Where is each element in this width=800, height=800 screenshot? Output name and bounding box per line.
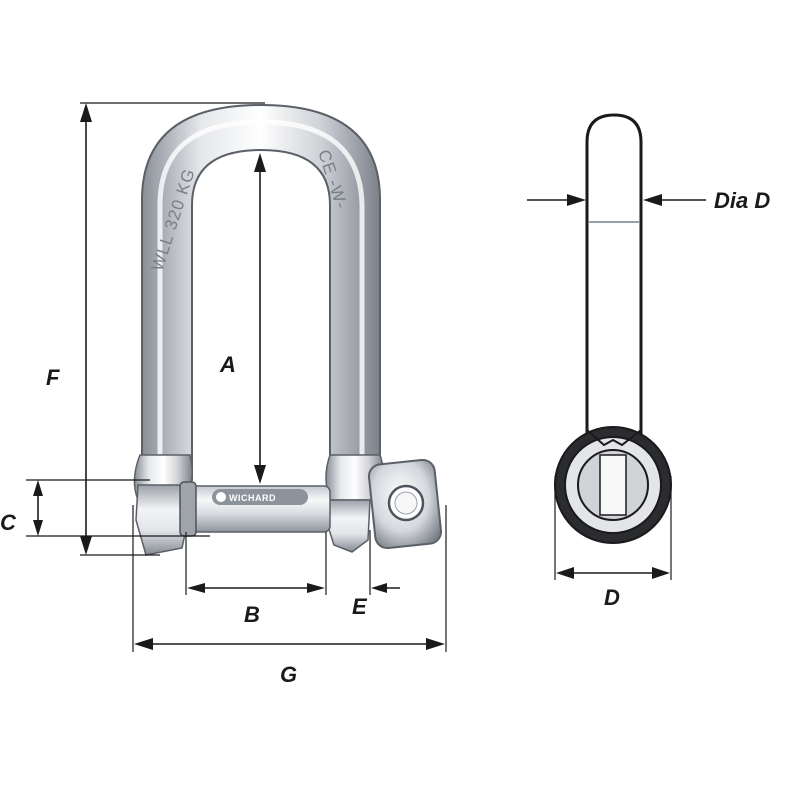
label-e: E [352,594,368,619]
pin-collar [179,481,197,537]
f-arrow-top-icon [80,103,92,122]
shackle-front-view: WICHARD WLL 320 KG CE -W- [133,103,443,556]
label-d: D [604,585,620,610]
g-arrow-left-icon [134,638,153,650]
g-arrow-right-icon [426,638,445,650]
c-arrow-bottom-icon [33,520,43,536]
shackle-bow [141,103,381,481]
d-arrow-left-icon [556,567,574,579]
a-arrow-top-icon [254,153,266,172]
b-arrow-right-icon [307,583,325,593]
side-view-screw-slot [599,454,627,516]
dia-d-right-arrow-icon [643,194,662,206]
label-dia-d: Dia D [714,188,770,213]
e-arrow-left-icon [371,583,387,593]
right-foot [325,499,371,553]
a-arrow-bottom-icon [254,465,266,484]
b-arrow-left-icon [187,583,205,593]
label-c: C [0,510,17,535]
c-arrow-top-icon [33,480,43,496]
label-g: G [280,662,297,687]
label-b: B [244,602,260,627]
f-arrow-bottom-icon [80,536,92,555]
d-arrow-right-icon [652,567,670,579]
side-view-dimensions: Dia D D [527,188,770,610]
bow-highlight [157,119,365,470]
side-view-bar [585,113,643,442]
label-f: F [46,365,60,390]
shackle-side-view [554,113,672,544]
dia-d-left-arrow-icon [567,194,586,206]
pin-brand-badge [212,489,308,505]
label-a: A [219,352,236,377]
front-view-dimensions: F C A B E G [0,102,447,687]
side-view-shoulders [586,429,642,447]
pin-eye-hole-inner [394,491,418,515]
brand-logo-icon [216,492,226,502]
pin-brand-text: WICHARD [229,493,276,503]
